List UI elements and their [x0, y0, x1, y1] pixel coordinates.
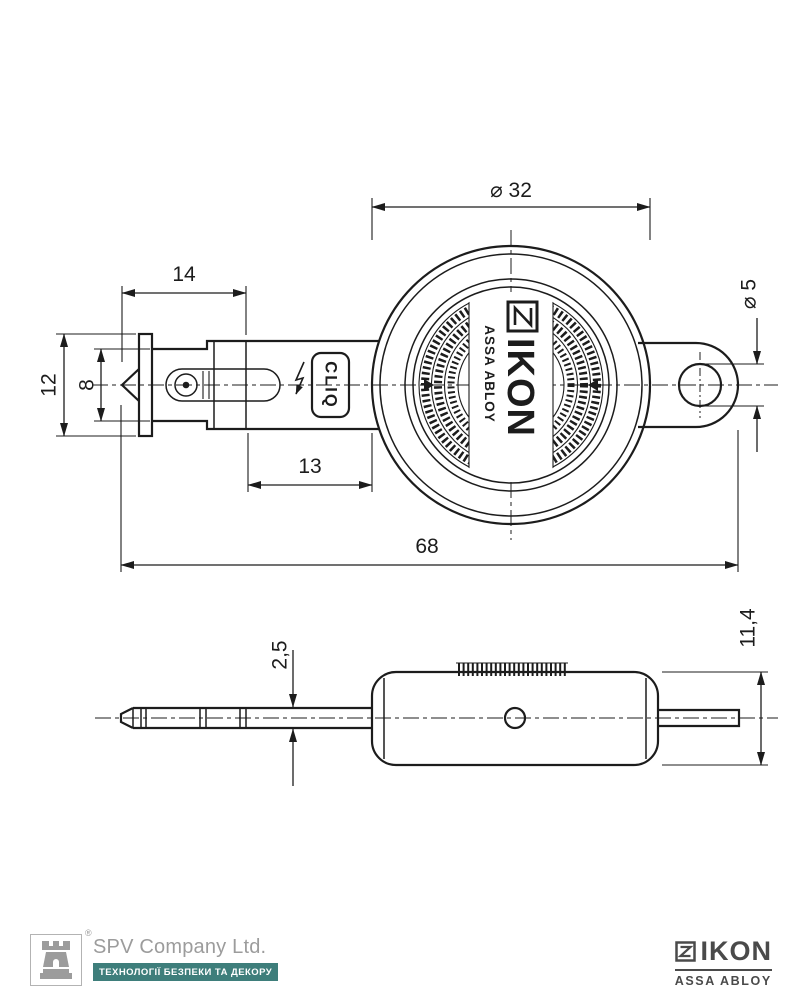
- dim-label-hole-diameter: ⌀ 5: [738, 279, 761, 309]
- key-tip-point: [120, 368, 140, 402]
- dim-overall-length: 68: [120, 405, 739, 572]
- footer: SPV Company Ltd. ТЕХНОЛОГІЇ БЕЗПЕКИ ТА Д…: [0, 928, 800, 1000]
- dim-label-blade-thickness: 2,5: [269, 640, 292, 669]
- footer-brand-block: IKON ASSA ABLOY: [674, 936, 773, 988]
- ikon-z-glyph: [513, 304, 533, 329]
- side-body: [370, 662, 660, 767]
- dim-blade-width: 8: [76, 348, 150, 422]
- cliq-contact: [174, 373, 198, 397]
- dim-neck-length: 13: [247, 433, 373, 492]
- bow-brand-text: IKON: [499, 338, 541, 437]
- dim-hole-diameter: ⌀ 5: [702, 279, 764, 452]
- key-lug: [638, 341, 740, 429]
- pattern-arrow-right: [588, 379, 598, 391]
- side-blade: [119, 706, 372, 730]
- dim-body-thickness: 11,4: [662, 608, 768, 766]
- footer-company-texts: SPV Company Ltd. ТЕХНОЛОГІЇ БЕЗПЕКИ ТА Д…: [93, 934, 279, 981]
- side-lug: [658, 708, 741, 728]
- dim-blade-thickness: 2,5: [269, 640, 297, 786]
- dim-tip-length: 14: [121, 263, 247, 362]
- brand-divider: [674, 969, 772, 971]
- cliq-label: CLIQ: [322, 361, 340, 408]
- dim-label-blade-width: 8: [76, 379, 99, 391]
- company-name: SPV Company Ltd.: [93, 936, 267, 958]
- key-tip-cross: [137, 332, 154, 438]
- key-shaft: [120, 332, 380, 438]
- registered-mark: ®: [85, 928, 92, 938]
- dim-head-diameter: ⌀ 32: [371, 179, 651, 240]
- pattern-arrow-left: [424, 379, 434, 391]
- dim-label-neck-length: 13: [298, 455, 321, 478]
- tower-icon: [40, 941, 72, 979]
- dim-tip-height: 12: [38, 333, 136, 437]
- technical-drawing: IKON ASSA ABLOY: [38, 179, 778, 786]
- blade-slot: [165, 368, 281, 402]
- side-view: 2,5 11,4: [95, 608, 778, 786]
- key-bow-circle: [370, 244, 652, 526]
- ikon-z-icon: [506, 300, 539, 333]
- bow-brand-logo: IKON ASSA ABLOY: [482, 300, 541, 437]
- bow-brand-sub-text: ASSA ABLOY: [482, 325, 497, 423]
- footer-company-block: SPV Company Ltd. ТЕХНОЛОГІЇ БЕЗПЕКИ ТА Д…: [30, 934, 279, 986]
- brand-row: IKON: [674, 936, 773, 966]
- brand-sub: ASSA ABLOY: [674, 974, 772, 988]
- dim-label-body-thickness: 11,4: [737, 608, 760, 648]
- ikon-z-icon: [674, 941, 696, 962]
- dim-label-tip-height: 12: [38, 373, 61, 396]
- body-hole: [503, 706, 527, 730]
- lightning-icon: [294, 361, 305, 395]
- cliq-badge: CLIQ: [294, 351, 351, 419]
- spv-logo: [30, 934, 82, 986]
- top-view: IKON ASSA ABLOY: [38, 179, 778, 572]
- company-tagline: ТЕХНОЛОГІЇ БЕЗПЕКИ ТА ДЕКОРУ: [93, 963, 279, 981]
- dim-label-overall-length: 68: [415, 535, 438, 558]
- dim-label-tip-length: 14: [172, 263, 196, 286]
- brand-name: IKON: [700, 936, 772, 966]
- dim-label-head-diameter: ⌀ 32: [490, 179, 532, 202]
